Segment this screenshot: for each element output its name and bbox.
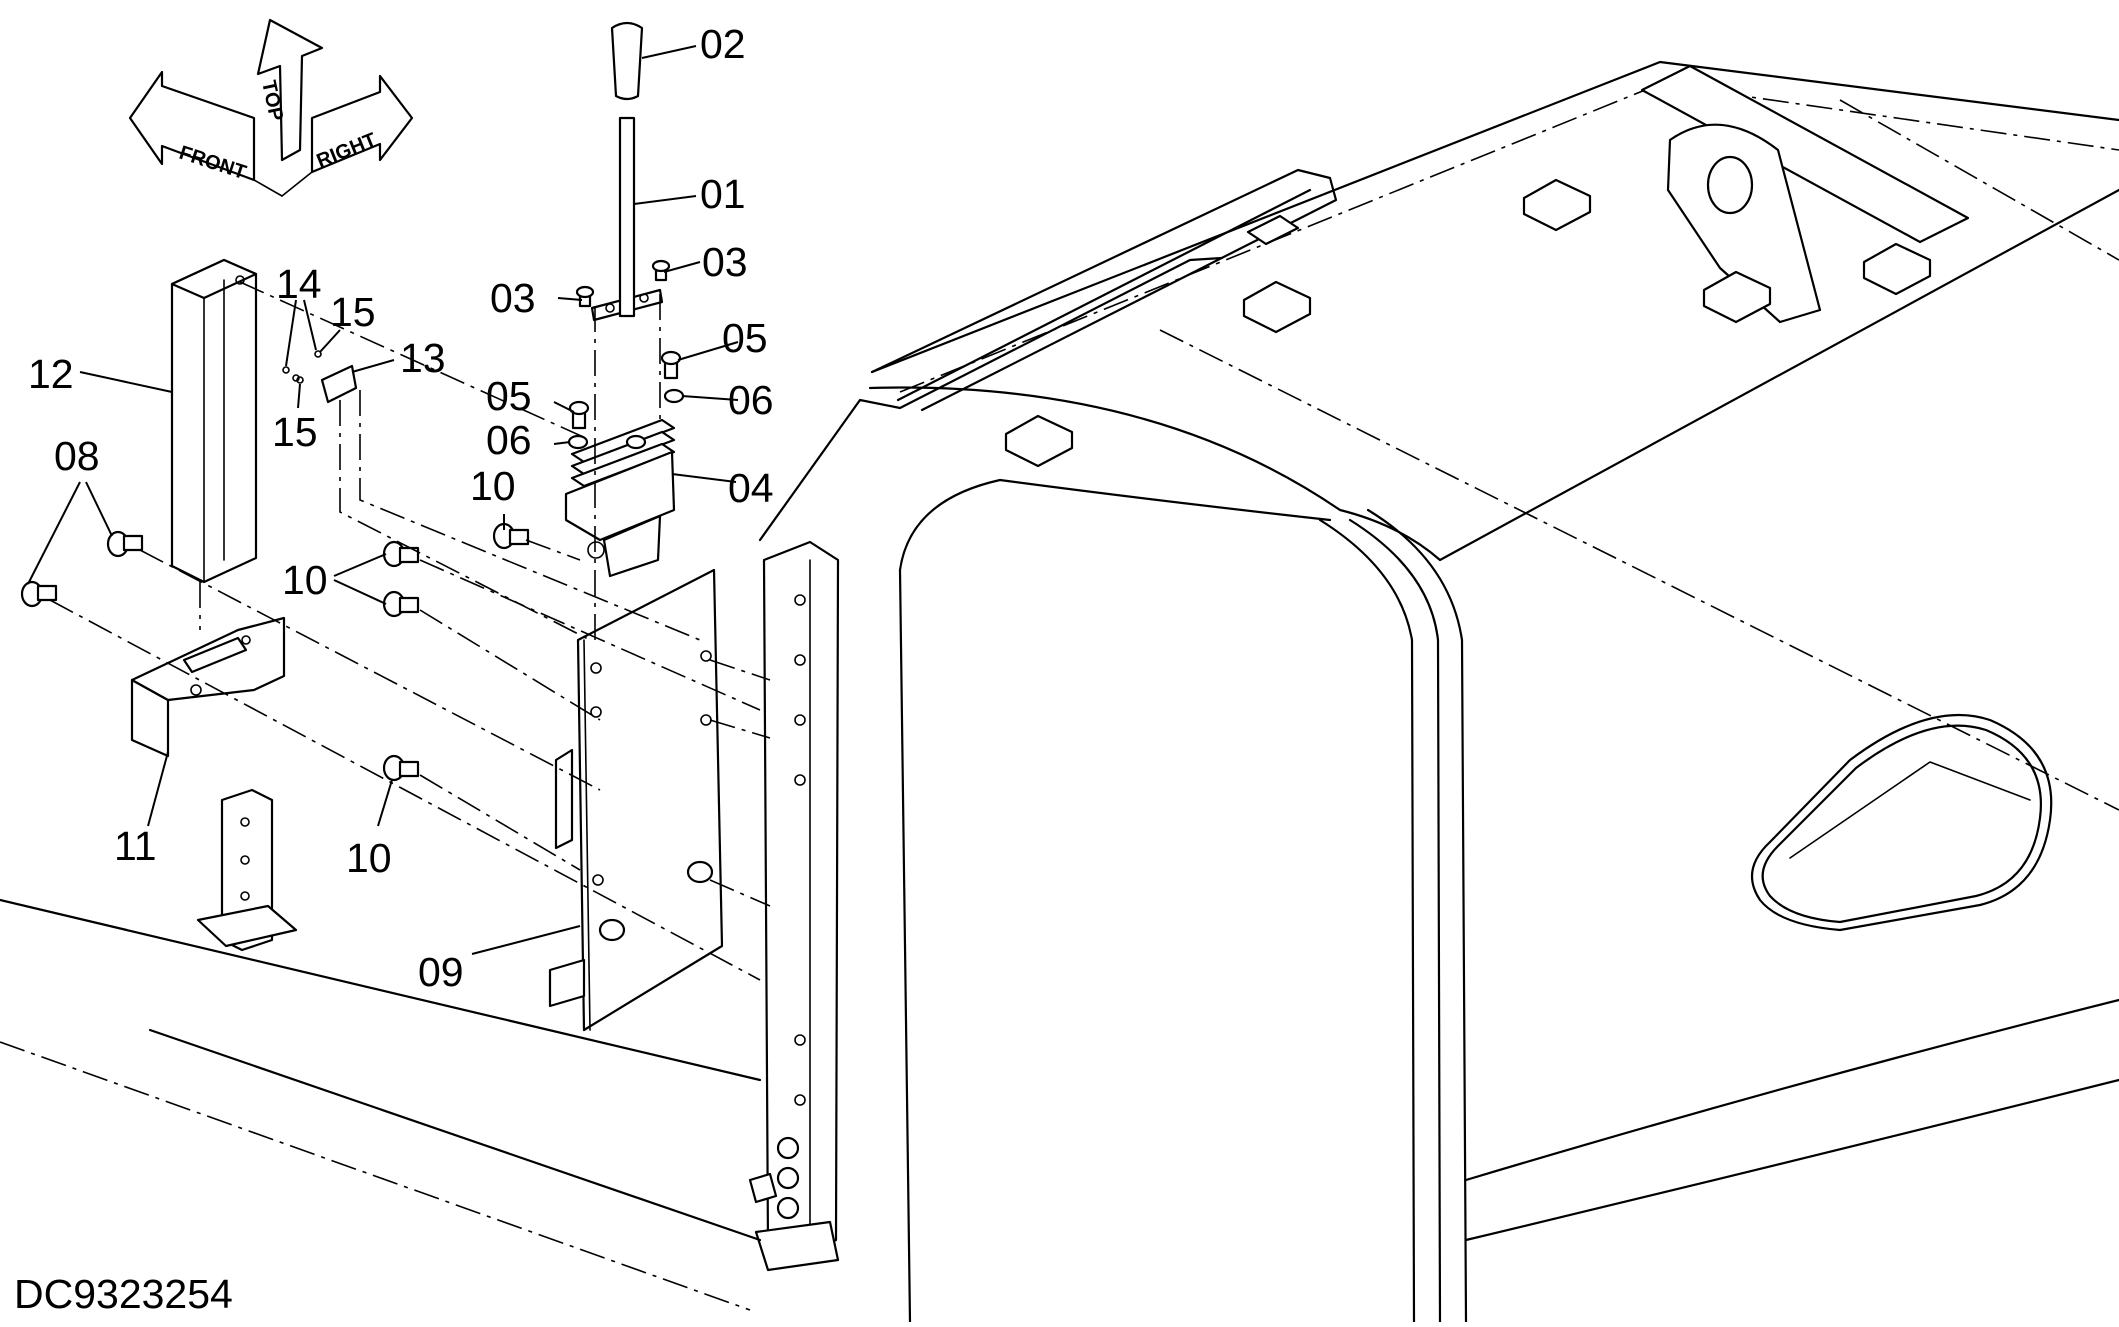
drawing-id: DC9323254 [14,1271,233,1317]
part-11-bracket [130,616,286,758]
callout-10-top: 10 [470,463,516,509]
callout-06-left: 06 [486,417,532,463]
bolt-10-d [382,754,420,782]
callout-03-right: 03 [702,239,748,285]
mount-post [196,788,298,952]
callout-05-left: 05 [486,373,532,419]
pin-14b [292,374,300,382]
callout-13: 13 [400,335,446,381]
cab-body [758,60,2119,1324]
callout-15-bottom: 15 [272,409,318,455]
part-01-lever-rod [590,116,664,322]
callout-10-bottom: 10 [346,835,392,881]
callout-02: 02 [700,21,746,67]
callout-labels: 02 01 03 03 05 05 06 06 04 10 10 10 08 1… [28,21,774,995]
assembly-lines [49,281,771,981]
callout-15-top: 15 [330,289,376,335]
bolt-08-lower [20,580,58,608]
washer-06-right [663,388,685,404]
part-09-mounting-plate [548,568,724,1032]
part-12-channel-cover [170,258,258,584]
leader-lines [27,45,739,955]
pin-15a [314,350,322,358]
callout-09: 09 [418,949,464,995]
callout-05-right: 05 [722,315,768,361]
part-04-lever-unit [564,418,676,578]
part-02-knob [610,21,644,101]
fasteners [20,259,685,782]
callout-14: 14 [276,261,322,307]
callout-08: 08 [54,433,100,479]
callout-11: 11 [114,823,157,869]
bolt-05-right [660,350,682,380]
callout-10-mid: 10 [282,557,328,603]
bolt-03-left [575,285,595,308]
bolt-05-left [568,400,590,430]
pin-14a [282,366,290,374]
callout-03-left: 03 [490,275,536,321]
callout-04: 04 [728,465,774,511]
callout-12: 12 [28,351,74,397]
part-13-clip [320,364,358,404]
pin-15b [296,376,304,384]
callout-01: 01 [700,171,746,217]
bolt-10-a [492,522,530,550]
callout-06-right: 06 [728,377,774,423]
bolt-08-upper [106,530,144,558]
bolt-10-c [382,590,420,618]
bolt-03-right [651,259,671,282]
roof-clips [1004,178,1932,468]
bolt-10-b [382,540,420,568]
orientation-indicator: FRONT TOP RIGHT [128,18,414,197]
front-pillar [748,540,840,1272]
